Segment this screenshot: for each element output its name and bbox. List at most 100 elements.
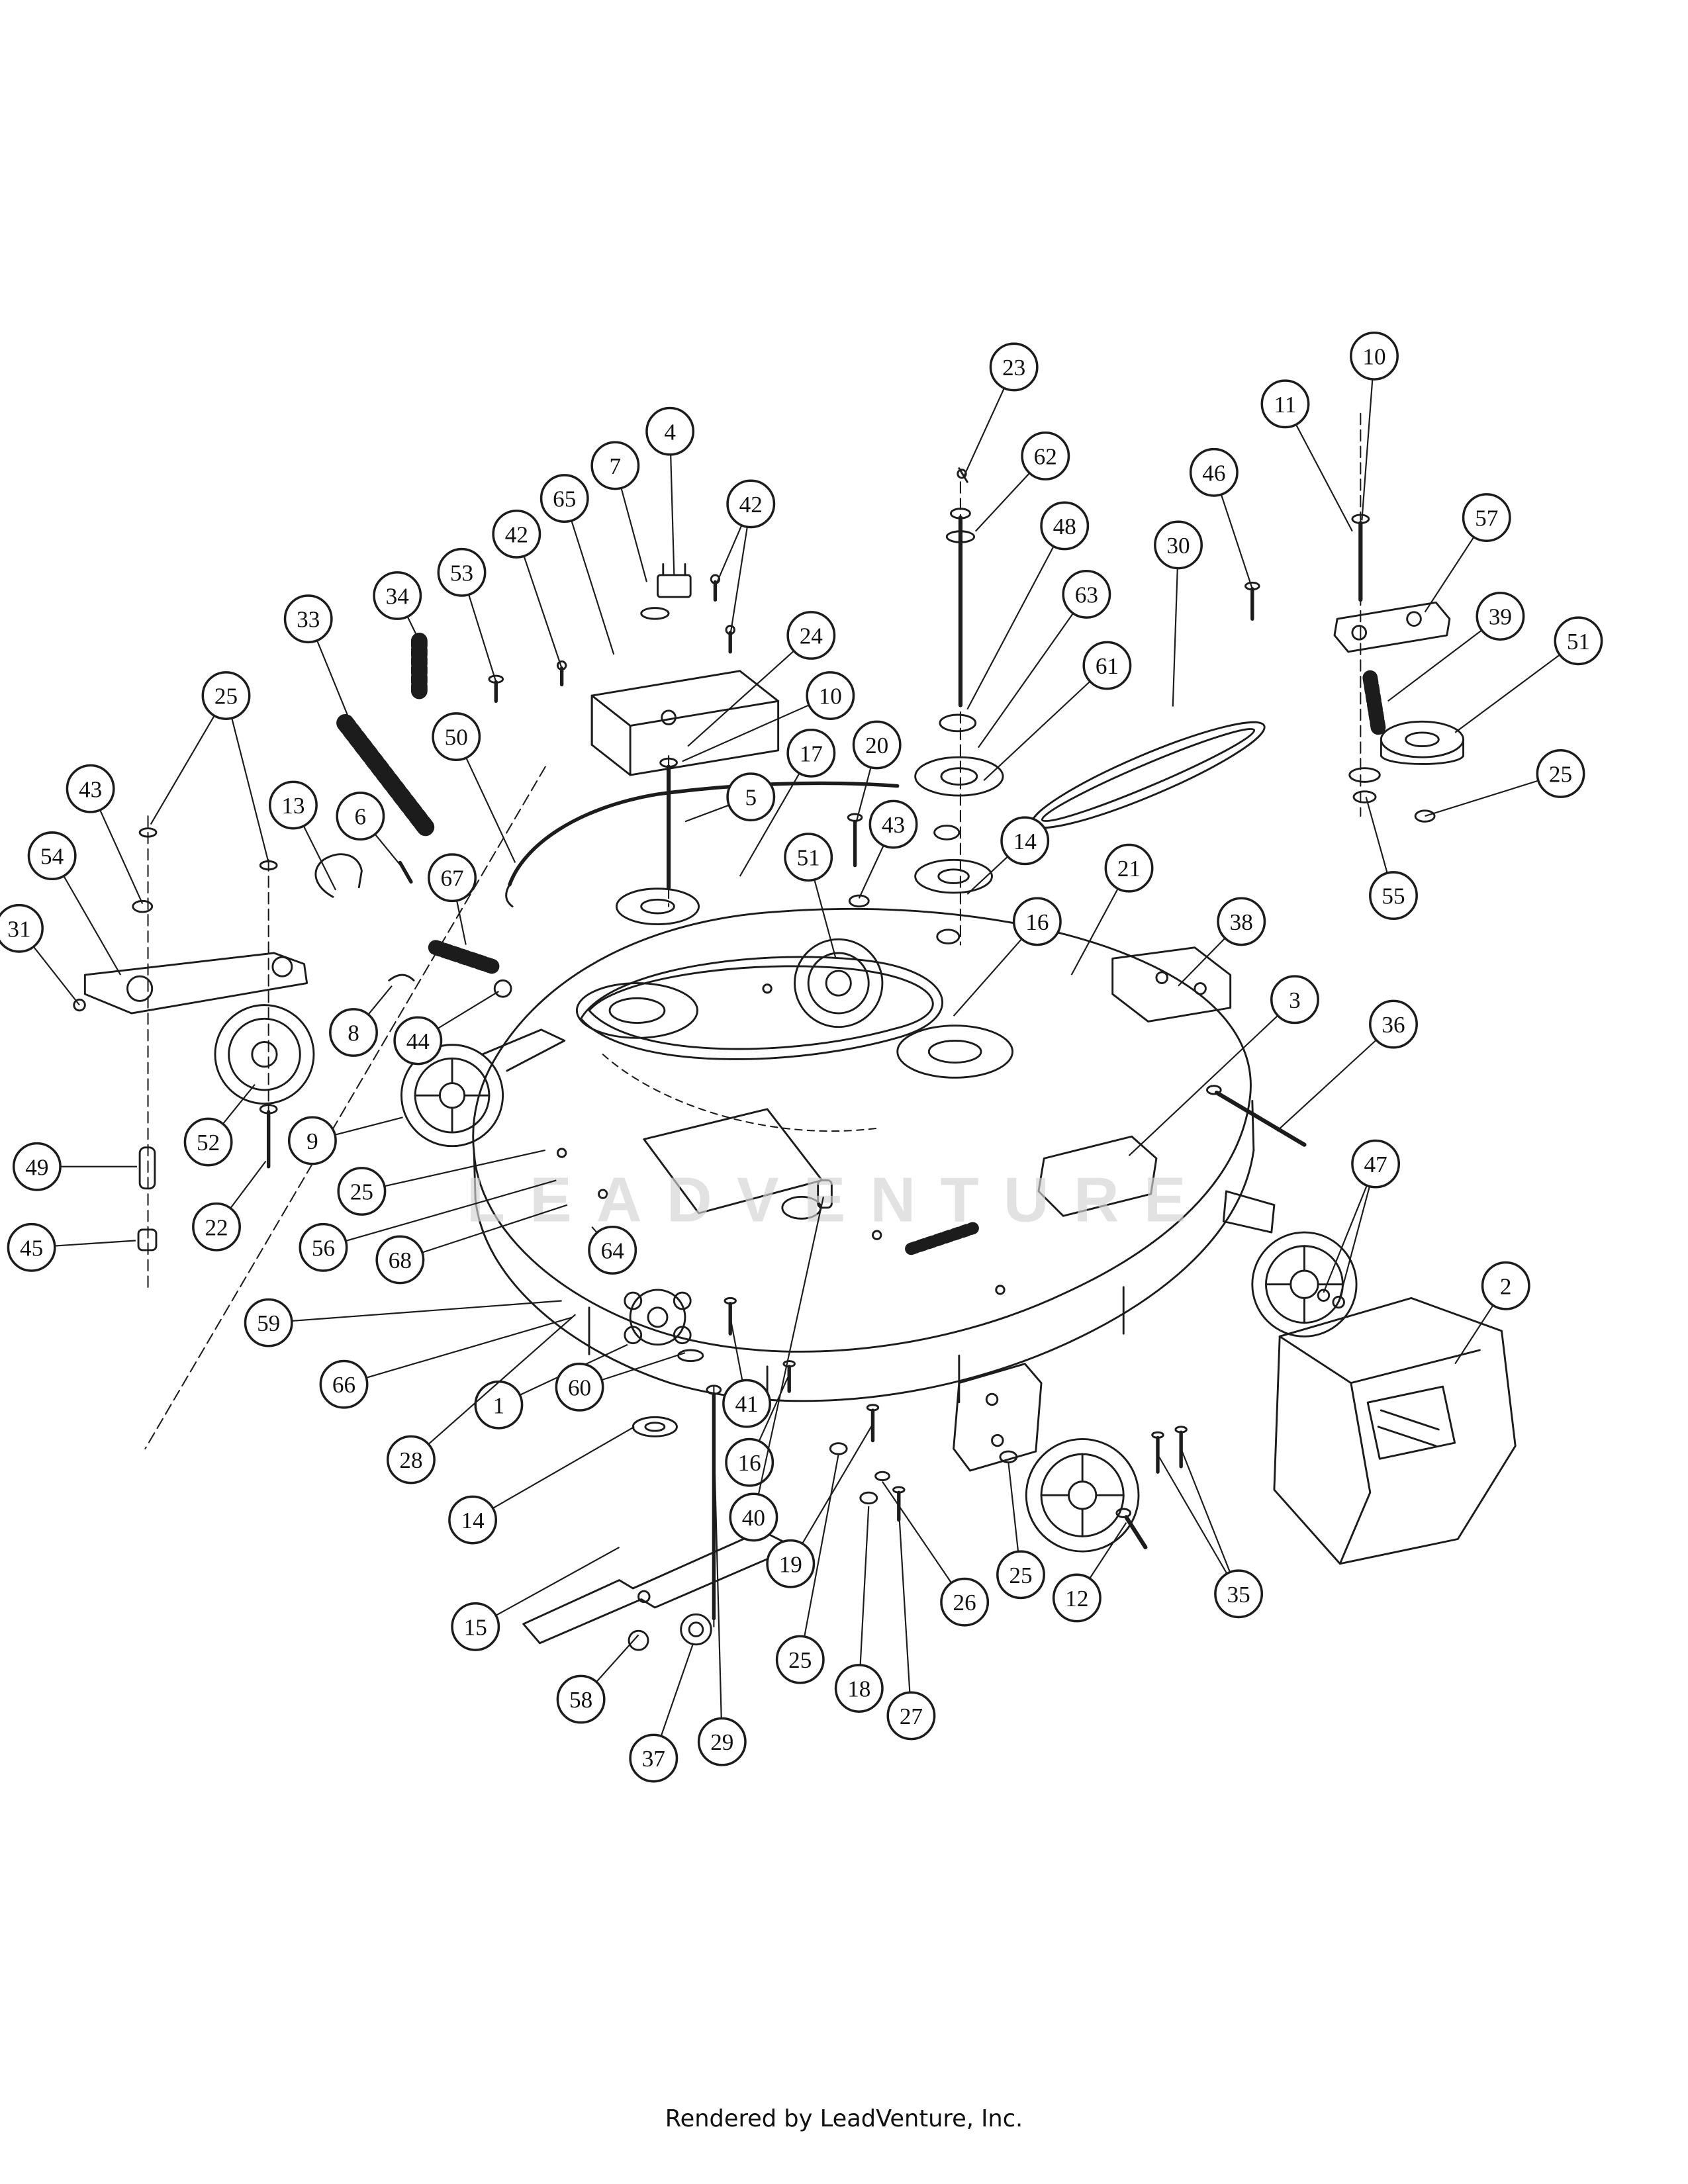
callout-circle[interactable] [66,764,115,813]
callout-balloon-12[interactable]: 12 [1052,1573,1102,1623]
callout-balloon-51[interactable]: 51 [784,833,833,882]
callout-circle[interactable] [1369,999,1418,1049]
callout-circle[interactable] [784,833,833,882]
callout-circle[interactable] [1189,447,1239,497]
callout-circle[interactable] [432,712,481,762]
callout-balloon-40[interactable]: 40 [729,1492,778,1542]
callout-circle[interactable] [834,1664,884,1713]
callout-balloon-37[interactable]: 37 [629,1733,679,1783]
callout-balloon-64[interactable]: 64 [588,1226,637,1275]
callout-balloon-11[interactable]: 11 [1260,379,1310,429]
callout-circle[interactable] [12,1142,62,1191]
callout-circle[interactable] [1554,616,1603,666]
callout-balloon-25[interactable]: 25 [775,1635,825,1684]
callout-circle[interactable] [27,831,77,881]
callout-balloon-42[interactable]: 42 [492,509,541,559]
callout-circle[interactable] [386,1435,436,1484]
callout-balloon-28[interactable]: 28 [386,1435,436,1484]
callout-balloon-27[interactable]: 27 [886,1691,936,1741]
callout-balloon-62[interactable]: 62 [1021,432,1070,480]
callout-circle[interactable] [1082,641,1132,690]
callout-balloon-52[interactable]: 52 [183,1117,233,1167]
callout-balloon-25[interactable]: 25 [201,671,251,720]
callout-balloon-3[interactable]: 3 [1270,975,1319,1024]
callout-balloon-23[interactable]: 23 [989,342,1039,392]
callout-circle[interactable] [1000,816,1050,866]
callout-circle[interactable] [1462,493,1511,542]
callout-balloon-38[interactable]: 38 [1217,897,1266,946]
callout-circle[interactable] [393,1016,443,1066]
callout-circle[interactable] [729,1492,778,1542]
callout-circle[interactable] [1021,432,1070,480]
callout-circle[interactable] [940,1577,990,1627]
callout-balloon-54[interactable]: 54 [27,831,77,881]
callout-circle[interactable] [786,729,836,778]
callout-circle[interactable] [337,1167,387,1216]
callout-balloon-20[interactable]: 20 [852,720,902,770]
callout-circle[interactable] [775,1635,825,1684]
callout-balloon-17[interactable]: 17 [786,729,836,778]
callout-circle[interactable] [1040,501,1090,551]
callout-balloon-30[interactable]: 30 [1154,520,1203,570]
callout-circle[interactable] [766,1539,816,1588]
callout-balloon-2[interactable]: 2 [1481,1261,1530,1310]
callout-circle[interactable] [244,1298,293,1347]
callout-balloon-55[interactable]: 55 [1369,871,1418,921]
callout-balloon-10[interactable]: 10 [1350,332,1399,381]
callout-circle[interactable] [1012,897,1062,946]
callout-balloon-53[interactable]: 53 [437,547,487,597]
callout-balloon-68[interactable]: 68 [375,1235,425,1285]
callout-balloon-35[interactable]: 35 [1214,1569,1264,1619]
callout-circle[interactable] [201,671,251,720]
callout-balloon-24[interactable]: 24 [786,611,836,660]
callout-circle[interactable] [287,1116,337,1165]
callout-circle[interactable] [556,1674,606,1724]
callout-circle[interactable] [1062,570,1111,619]
callout-circle[interactable] [588,1226,637,1275]
callout-circle[interactable] [726,479,776,529]
callout-balloon-63[interactable]: 63 [1062,570,1111,619]
callout-circle[interactable] [428,853,477,903]
callout-circle[interactable] [1260,379,1310,429]
callout-balloon-65[interactable]: 65 [539,474,589,523]
callout-balloon-59[interactable]: 59 [244,1298,293,1347]
callout-balloon-48[interactable]: 48 [1040,501,1090,551]
callout-balloon-9[interactable]: 9 [287,1116,337,1165]
callout-balloon-25[interactable]: 25 [996,1550,1045,1600]
callout-balloon-31[interactable]: 31 [0,903,44,953]
callout-circle[interactable] [1217,897,1266,946]
callout-balloon-16[interactable]: 16 [1012,897,1062,946]
callout-circle[interactable] [726,772,776,822]
callout-circle[interactable] [1369,871,1418,921]
callout-circle[interactable] [1154,520,1203,570]
callout-circle[interactable] [336,792,385,841]
callout-circle[interactable] [886,1691,936,1741]
callout-balloon-51[interactable]: 51 [1554,616,1603,666]
callout-circle[interactable] [629,1733,679,1783]
callout-circle[interactable] [268,780,318,830]
callout-balloon-7[interactable]: 7 [590,441,640,490]
callout-balloon-60[interactable]: 60 [555,1362,604,1412]
callout-balloon-14[interactable]: 14 [1000,816,1050,866]
callout-balloon-21[interactable]: 21 [1104,843,1154,893]
callout-circle[interactable] [183,1117,233,1167]
callout-balloon-8[interactable]: 8 [329,1008,378,1057]
callout-circle[interactable] [319,1359,369,1409]
callout-circle[interactable] [1481,1261,1530,1310]
callout-circle[interactable] [555,1362,604,1412]
callout-balloon-47[interactable]: 47 [1351,1139,1401,1189]
callout-circle[interactable] [725,1437,774,1487]
callout-balloon-49[interactable]: 49 [12,1142,62,1191]
callout-balloon-26[interactable]: 26 [940,1577,990,1627]
callout-balloon-41[interactable]: 41 [722,1379,771,1428]
callout-balloon-36[interactable]: 36 [1369,999,1418,1049]
callout-circle[interactable] [192,1202,241,1251]
callout-balloon-29[interactable]: 29 [697,1717,747,1766]
callout-circle[interactable] [448,1495,498,1545]
callout-balloon-15[interactable]: 15 [451,1602,500,1651]
callout-circle[interactable] [299,1222,348,1272]
callout-balloon-61[interactable]: 61 [1082,641,1132,690]
callout-balloon-34[interactable]: 34 [373,571,422,620]
callout-balloon-5[interactable]: 5 [726,772,776,822]
callout-balloon-67[interactable]: 67 [428,853,477,903]
